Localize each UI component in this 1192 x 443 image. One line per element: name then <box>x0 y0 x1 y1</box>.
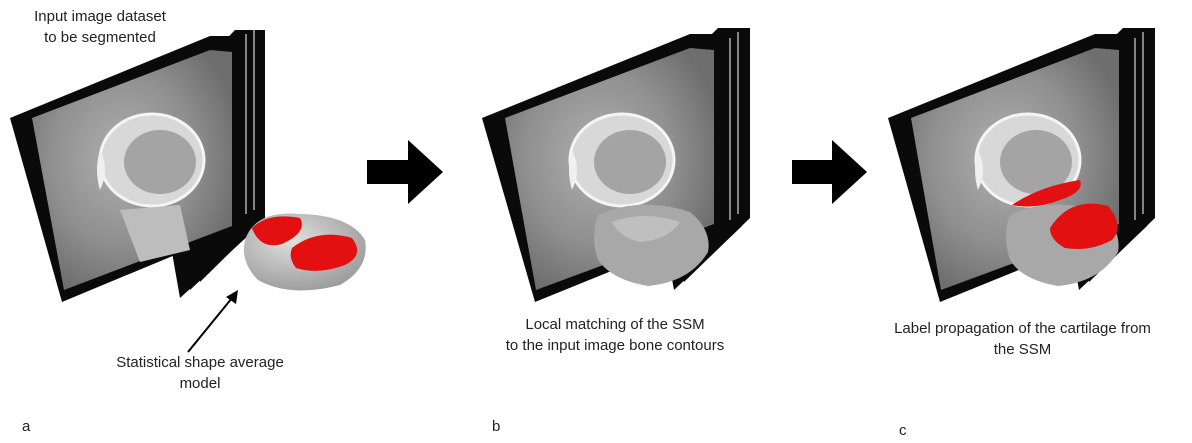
ct-bone-b <box>569 114 674 206</box>
right-arrow-icon <box>792 140 867 204</box>
right-arrow-icon <box>367 140 443 204</box>
input-dataset-caption: Input image dataset to be segmented <box>0 6 200 48</box>
label-propagation-caption: Label propagation of the cartilage from … <box>855 318 1190 360</box>
local-matching-caption: Local matching of the SSM to the input i… <box>480 314 750 356</box>
ssm-model-caption: Statistical shape average model <box>85 352 315 394</box>
panel-label-a: a <box>22 418 30 435</box>
panel-label-c: c <box>899 422 907 439</box>
pointer-arrow-icon <box>188 290 238 352</box>
bone-model-a <box>244 214 366 291</box>
panel-label-b: b <box>492 418 500 435</box>
